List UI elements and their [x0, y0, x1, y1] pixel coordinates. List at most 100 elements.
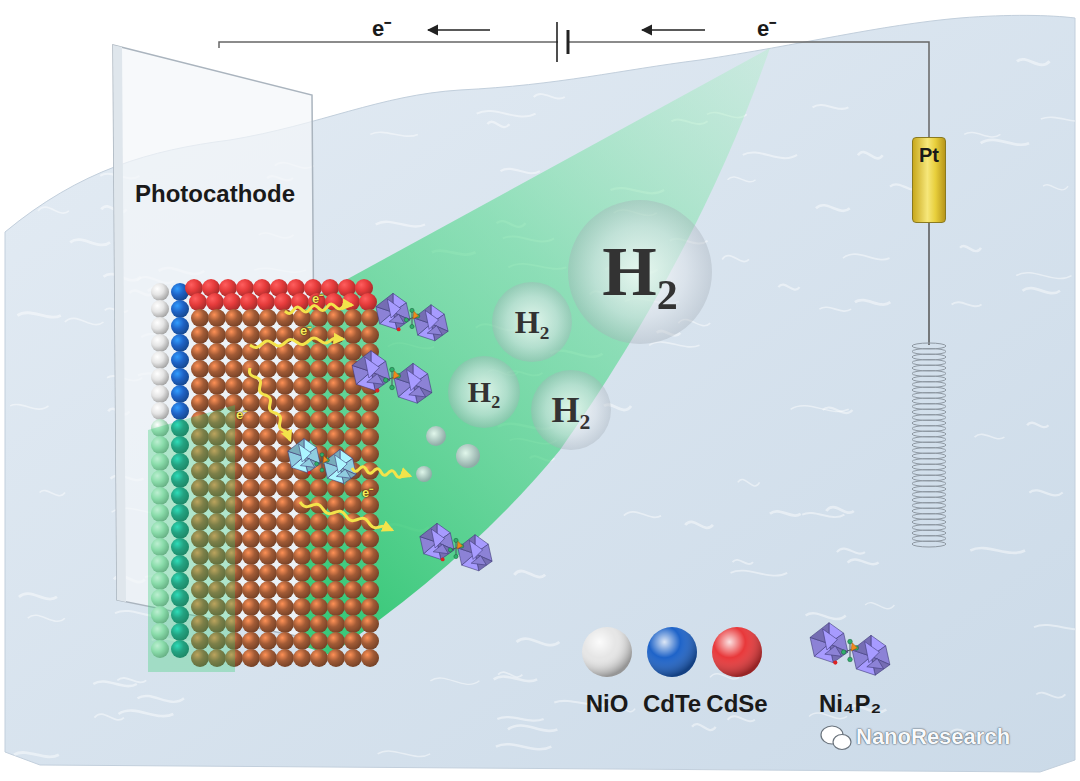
atom-sphere: [293, 479, 311, 497]
ripple: [685, 522, 713, 528]
ripple: [477, 111, 536, 117]
atom-sphere: [259, 615, 277, 633]
atom-sphere: [342, 293, 360, 311]
atom-sphere: [259, 462, 277, 480]
electron-path: [352, 467, 410, 478]
ripple: [360, 76, 382, 82]
ripple: [38, 207, 69, 213]
ripple: [731, 571, 788, 576]
atom-sphere: [276, 649, 294, 667]
atom-sphere: [171, 317, 189, 335]
ripple: [837, 549, 865, 554]
ripple: [514, 571, 545, 577]
electron-path: [250, 338, 343, 347]
ripple: [10, 404, 48, 409]
ripple: [802, 513, 844, 517]
atom-sphere: [242, 564, 260, 582]
atom-sphere: [310, 598, 328, 616]
atom-sphere: [276, 615, 294, 633]
atom-sphere: [327, 581, 345, 599]
gas-label: H₂: [552, 392, 591, 428]
atom-sphere: [191, 309, 209, 327]
polyhedron-face: [427, 326, 442, 336]
electron-label: e⁻: [300, 321, 311, 339]
gas-bubble: [416, 466, 432, 482]
atom-sphere: [259, 547, 277, 565]
atom-sphere: [327, 309, 345, 327]
ripple: [855, 300, 891, 304]
atom-dot: [841, 650, 846, 655]
polyhedron-face: [336, 469, 350, 478]
atom-sphere: [208, 360, 226, 378]
atom-sphere: [151, 317, 169, 335]
gas-label: H₂: [602, 237, 677, 307]
ripple: [498, 672, 522, 677]
ripple: [624, 512, 661, 518]
ripple: [28, 615, 65, 621]
legend-text: NiO: [586, 690, 629, 718]
atom-sphere: [327, 394, 345, 412]
oxygen-dot: [441, 558, 445, 562]
atom-sphere: [344, 581, 362, 599]
swatch-shading: [647, 627, 697, 677]
oxygen-dot: [397, 328, 401, 332]
atom-sphere: [327, 360, 345, 378]
ripple: [826, 507, 854, 513]
atom-sphere: [327, 649, 345, 667]
ripple: [970, 548, 1025, 553]
pt-electrode: Pt: [912, 137, 946, 223]
atom-sphere: [171, 300, 189, 318]
ripple: [791, 406, 849, 412]
ripple: [865, 603, 894, 609]
electrode-wire: [928, 223, 930, 345]
ripple: [94, 714, 124, 720]
atom-sphere: [274, 293, 292, 311]
atom-sphere: [293, 564, 311, 582]
atom-sphere: [276, 377, 294, 395]
atom-sphere: [225, 377, 243, 395]
atom-sphere: [171, 402, 189, 420]
polyhedron-face: [300, 458, 314, 467]
atom-dot: [454, 554, 458, 558]
ripple: [19, 594, 57, 599]
light-beam: [300, 48, 770, 655]
ripple: [1016, 273, 1071, 279]
ripple: [70, 240, 110, 245]
ripple: [960, 246, 981, 251]
glass-edge: [113, 45, 126, 602]
atom-sphere: [242, 309, 260, 327]
ripple: [93, 681, 137, 686]
polyhedron-face: [389, 314, 404, 324]
atom-sphere: [171, 385, 189, 403]
atom-sphere: [310, 649, 328, 667]
atom-dot: [390, 385, 395, 390]
gas-bubble: H₂: [568, 200, 712, 344]
electron-label: e⁻: [312, 289, 323, 307]
atom-sphere: [310, 343, 328, 361]
atom-sphere: [240, 293, 258, 311]
ripple: [487, 122, 509, 127]
atom-sphere: [242, 479, 260, 497]
atom-sphere: [327, 428, 345, 446]
atom-sphere: [361, 326, 379, 344]
ripple: [40, 491, 66, 496]
ripple: [29, 185, 61, 190]
ripple: [17, 313, 60, 317]
atom-sphere: [206, 293, 224, 311]
atom-sphere: [327, 411, 345, 429]
ripple: [370, 132, 417, 136]
gas-bubble: H₂: [492, 282, 572, 362]
ripple: [728, 177, 756, 182]
ripple: [376, 222, 425, 227]
atom-sphere: [151, 402, 169, 420]
atom-dot: [848, 639, 853, 644]
gas-bubble: H₂: [531, 370, 611, 450]
ripple: [806, 613, 846, 619]
legend-text: CdSe: [706, 690, 767, 718]
oxygen-dot: [375, 389, 379, 393]
atom-dot: [320, 453, 324, 457]
ripple: [843, 254, 890, 259]
atom-sphere: [344, 326, 362, 344]
polyhedron-face: [825, 646, 842, 657]
atom-sphere: [293, 615, 311, 633]
